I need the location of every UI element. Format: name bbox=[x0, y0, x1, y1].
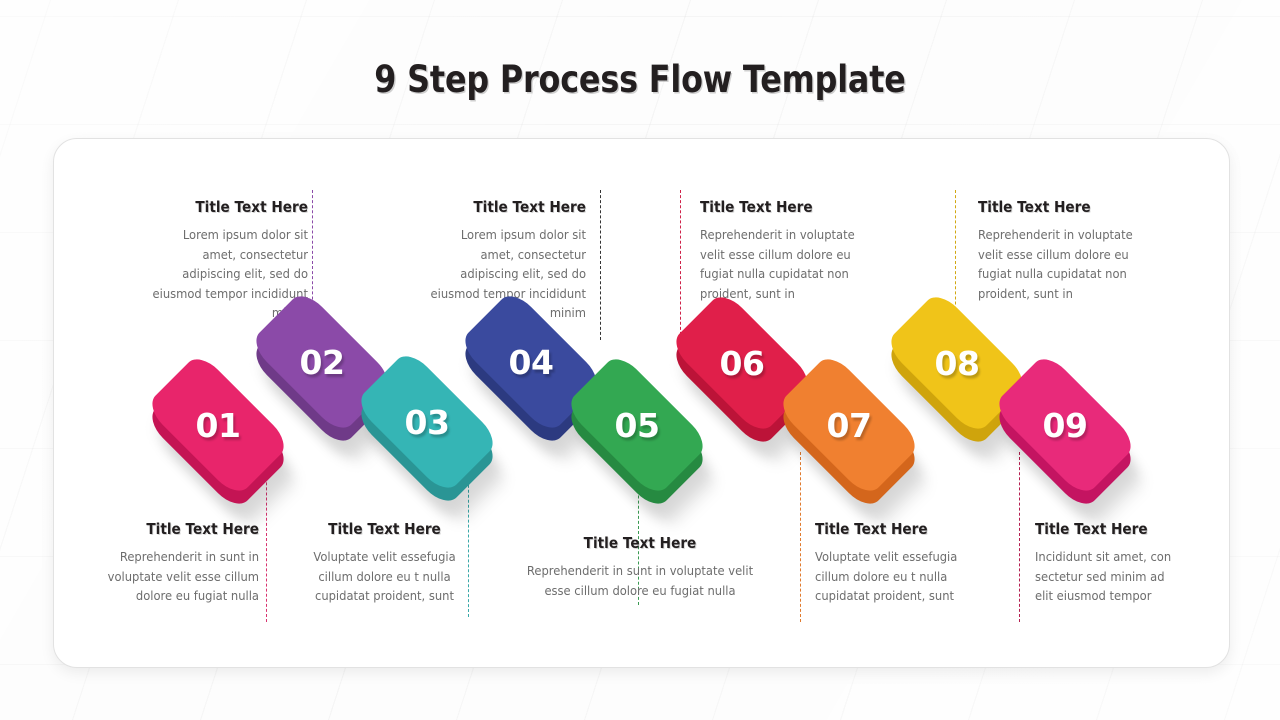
step-title-07: Title Text Here bbox=[815, 520, 928, 538]
step-title-08: Title Text Here bbox=[978, 198, 1091, 216]
connector-line-01 bbox=[266, 452, 267, 622]
step-description-03: Voluptate velit essefugia cillum dolore … bbox=[313, 549, 456, 603]
page-title: 9 Step Process Flow Template bbox=[374, 58, 906, 101]
step-description-06: Reprehenderit in voluptate velit esse ci… bbox=[700, 227, 855, 301]
step-diamond-09[interactable]: 09 bbox=[991, 351, 1147, 529]
step-description-08: Reprehenderit in voluptate velit esse ci… bbox=[978, 227, 1133, 301]
step-description-04: Lorem ipsum dolor sit amet, consectetur … bbox=[430, 227, 586, 320]
connector-line-05 bbox=[638, 455, 639, 605]
step-title-01: Title Text Here bbox=[146, 520, 259, 538]
step-title-09: Title Text Here bbox=[1035, 520, 1148, 538]
step-description-01: Reprehenderit in sunt in voluptate velit… bbox=[107, 549, 259, 603]
connector-line-06 bbox=[680, 190, 681, 340]
step-title-06: Title Text Here bbox=[700, 198, 813, 216]
step-description-07: Voluptate velit essefugia cillum dolore … bbox=[815, 549, 958, 603]
step-number-09: 09 bbox=[1042, 405, 1088, 445]
connector-line-04 bbox=[600, 190, 601, 340]
connector-line-03 bbox=[468, 455, 469, 617]
step-description-09: Incididunt sit amet, con sectetur sed mi… bbox=[1035, 549, 1172, 603]
step-title-04: Title Text Here bbox=[473, 198, 586, 216]
connector-line-09 bbox=[1019, 452, 1020, 622]
connector-line-08 bbox=[955, 190, 956, 340]
step-title-05: Title Text Here bbox=[583, 534, 697, 552]
connector-line-02 bbox=[312, 190, 313, 340]
step-title-03: Title Text Here bbox=[328, 520, 441, 538]
connector-line-07 bbox=[800, 452, 801, 622]
step-description-05: Reprehenderit in sunt in voluptate velit… bbox=[526, 563, 754, 598]
step-title-02: Title Text Here bbox=[195, 198, 308, 216]
